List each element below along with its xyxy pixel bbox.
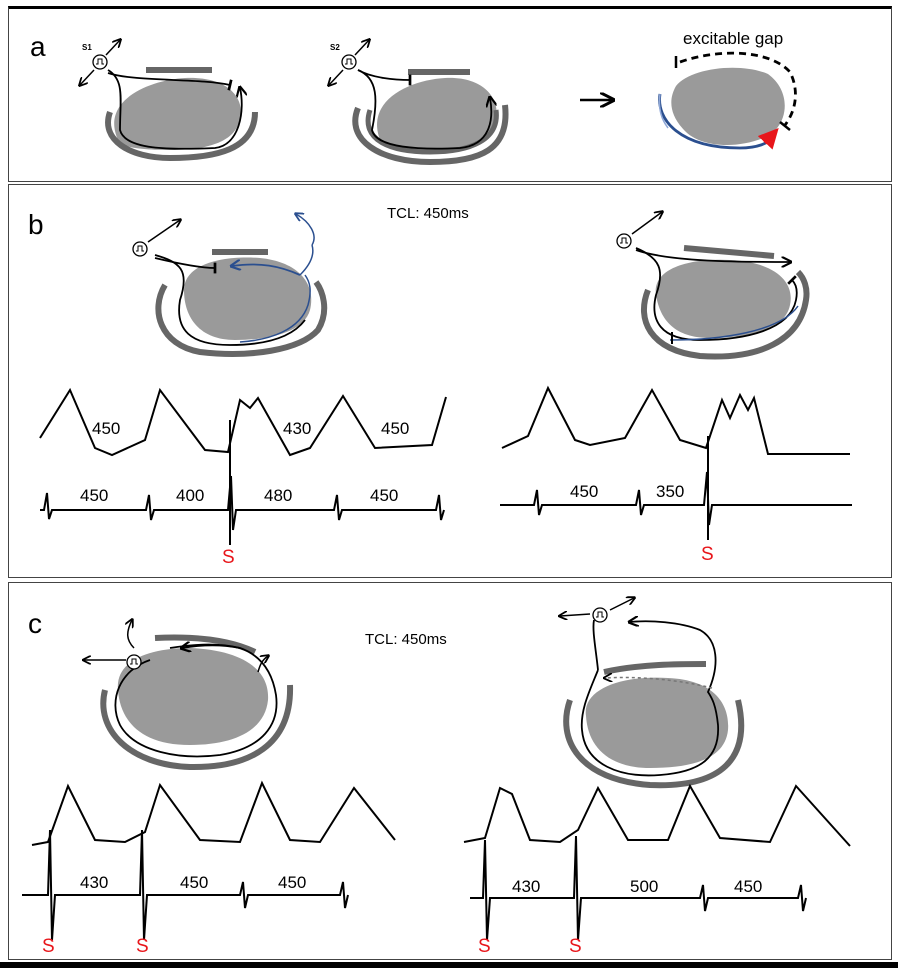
trace-c-left: 430 450 450 S S [22,780,396,957]
blocked-front [154,257,217,274]
blocked-front [107,72,233,91]
upper-trace [39,387,447,457]
stimulus-s1-label: S1 [82,43,92,52]
upper-wall [603,661,707,675]
circuit-b-left [132,214,328,357]
stimulus-icon [126,654,142,670]
stimulus-label: S [478,936,491,957]
tcl-label: TCL: 450ms [365,631,447,648]
panel-c-label: c [28,608,42,639]
outer-wall [155,280,328,357]
panel-a-label: a [30,31,46,62]
obstacle-core [377,77,497,150]
lower-trace [470,835,807,941]
interval-label: 350 [656,482,684,501]
stimulus-label: S [701,544,714,565]
circuit-c-left [84,620,294,771]
trace-c-right: 430 500 450 S S [463,783,851,957]
upper-wall [154,634,257,655]
stimulus-icon [616,233,632,249]
wavefront-path [107,69,242,150]
blue-front [669,305,799,341]
outer-wall [100,684,294,771]
outer-wall [105,110,258,162]
lower-trace [22,829,349,941]
stimulus-label: S [42,936,55,957]
panel-b-label: b [28,209,44,240]
interval-label: 450 [734,877,762,896]
outer-wall [641,269,810,360]
panel-b [8,184,892,578]
stimulus-s2-label: S2 [330,43,340,52]
upper-trace [501,385,850,455]
wavefront-path [635,247,798,341]
interval-label: 450 [92,419,120,438]
interval-label: 500 [630,877,658,896]
outer-wall [563,699,745,789]
upper-front [635,249,790,262]
trace-b-right: 450 350 S [500,385,852,565]
dotted-front [605,677,713,689]
inner-wall [365,109,499,155]
tcl-label: TCL: 450ms [387,205,469,222]
interval-label: 480 [264,486,292,505]
interval-label: 430 [512,877,540,896]
stimulus-icon [132,241,148,257]
upper-trace [31,780,396,846]
circuit-a1: S1 [80,40,258,162]
upper-trace [463,783,851,847]
obstacle-core [585,677,729,768]
interval-label: 400 [176,486,204,505]
bottom-border [0,962,898,968]
stimulus-icon [341,54,357,70]
upper-wall [683,245,775,259]
obstacle-core [184,257,312,340]
interval-label: 450 [381,419,409,438]
interval-label: 450 [80,486,108,505]
interval-label: 450 [370,486,398,505]
circuit-c-right [560,598,745,789]
obstacle-core [117,648,269,745]
stimulus-label: S [136,936,149,957]
wavefront-path [580,621,719,777]
circuit-a2: S2 [329,40,509,166]
stimulus-label: S [222,547,235,568]
stimulus-label: S [569,936,582,957]
stimulus-icon [92,54,108,70]
wavefront-path [154,254,306,346]
interval-label: 450 [180,873,208,892]
reentry-path [232,264,301,276]
stimulus-icon [592,607,608,623]
reentry-head-arrow [757,128,779,150]
interval-label: 450 [570,482,598,501]
obstacle-core [114,77,241,150]
interval-label: 430 [80,873,108,892]
trace-b-left: 450 430 450 450 400 480 450 S [39,387,447,568]
blocked-front [357,69,412,86]
obstacle-core [671,67,785,146]
circuit-b-right [616,212,810,360]
wavefront-path [357,69,491,150]
obstacle-core [655,259,791,338]
outer-wall [352,104,509,166]
circuit-a3: excitable gap [658,29,797,150]
interval-label: 430 [283,419,311,438]
interval-label: 450 [278,873,306,892]
excitable-gap-label: excitable gap [683,29,783,48]
